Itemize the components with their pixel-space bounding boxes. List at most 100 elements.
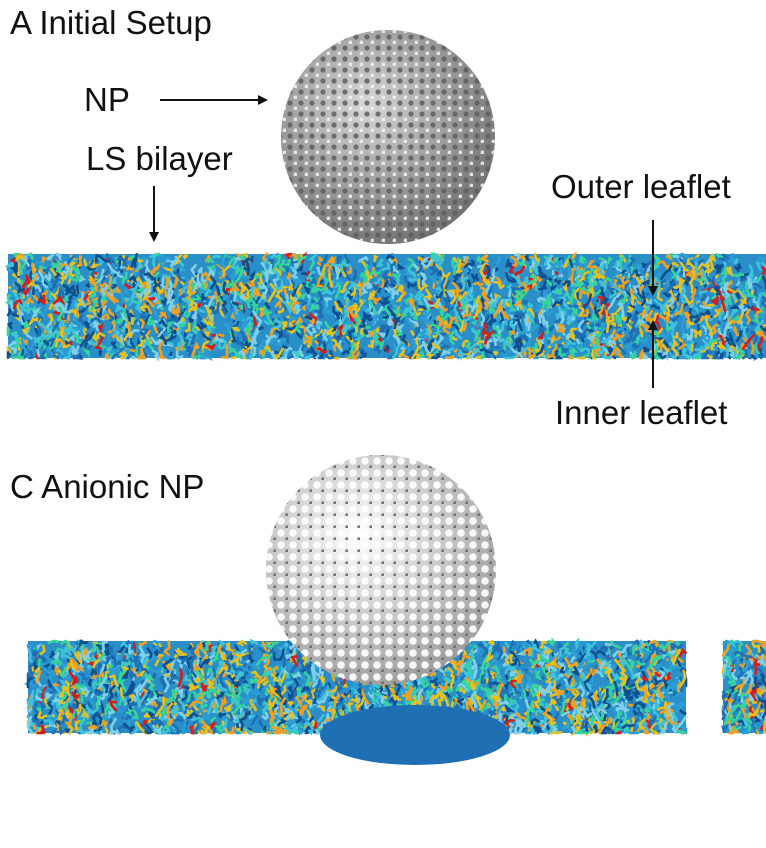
lipid-tail: [174, 715, 184, 723]
lipid-tail: [571, 251, 577, 260]
lipid-tail: [43, 289, 49, 300]
lipid-tail: [292, 296, 300, 310]
lipid-tail: [62, 328, 70, 341]
lipid-tail: [560, 701, 566, 715]
lipid-tail: [485, 324, 493, 333]
lipid-tail: [640, 290, 647, 307]
lipid-tail: [222, 281, 229, 297]
lipid-tail: [83, 343, 93, 351]
lipid-tail: [8, 346, 18, 354]
lipid-tail: [268, 683, 282, 698]
lipid-tail: [158, 319, 168, 328]
lipid-tail: [264, 263, 270, 271]
lipid-tail: [397, 349, 405, 359]
lipid-tail: [578, 641, 586, 655]
lipid-tail: [381, 269, 390, 283]
lipid-tail: [344, 689, 354, 702]
lipid-tail: [150, 694, 158, 702]
lipid-tail: [196, 273, 202, 287]
lipid-tail: [459, 350, 465, 362]
lipid-tail: [629, 323, 637, 341]
lipid-tail: [41, 655, 48, 663]
lipid-tail: [662, 676, 669, 691]
lipid-tail: [390, 287, 399, 296]
lipid-tail: [646, 697, 655, 711]
lipid-tail: [355, 336, 362, 341]
lipid-tail: [341, 324, 352, 333]
lipid-tail: [91, 264, 101, 269]
lipid-tail: [447, 666, 454, 678]
lipid-tail: [190, 294, 203, 301]
lipid-tail: [695, 274, 705, 282]
lipid-tail: [741, 334, 755, 351]
lipid-tail: [207, 273, 217, 290]
lipid-tail: [592, 724, 601, 734]
lipid-tail: [153, 649, 159, 658]
lipid-tail: [639, 275, 644, 282]
lipid-tail: [287, 685, 294, 699]
lipid-tail: [181, 723, 187, 735]
lipid-tail: [166, 297, 174, 306]
lipid-tail: [623, 260, 630, 273]
lipid-tail: [459, 687, 467, 694]
lipid-tail: [557, 661, 566, 668]
lipid-tail: [411, 345, 420, 360]
lipid-tail: [237, 715, 245, 719]
lipid-tail: [94, 318, 105, 332]
lipid-tail: [93, 643, 101, 656]
lipid-tail: [640, 323, 652, 333]
lipid-tail: [631, 342, 640, 350]
lipid-tail: [326, 715, 331, 722]
lipid-tail: [334, 680, 341, 697]
lipid-tail: [137, 258, 145, 263]
lipid-tail: [524, 639, 533, 645]
lipid-tail: [332, 305, 341, 320]
lipid-tail: [274, 329, 284, 335]
lipid-tail: [270, 336, 279, 344]
lipid-tail: [257, 719, 265, 729]
lipid-tail: [573, 714, 579, 728]
lipid-tail: [491, 336, 499, 347]
lipid-tail: [220, 718, 228, 732]
lipid-tail: [262, 305, 273, 314]
lipid-tail: [507, 692, 514, 699]
lipid-tail: [341, 260, 351, 268]
lipid-tail: [128, 693, 135, 705]
lipid-tail: [63, 645, 72, 656]
lipid-tail: [49, 278, 58, 292]
lipid-tail: [73, 334, 82, 344]
lipid-tail: [718, 257, 727, 262]
lipid-tail: [97, 343, 107, 349]
lipid-tail: [87, 340, 98, 346]
lipid-tail: [210, 300, 215, 309]
lipid-tail: [143, 339, 154, 351]
lipid-tail: [421, 341, 430, 354]
lipid-tail: [205, 257, 215, 264]
lipid-tail: [217, 666, 229, 675]
lipid-tail: [470, 327, 477, 334]
lipid-tail: [254, 345, 261, 353]
lipid-tail: [26, 699, 34, 707]
lipid-tail: [551, 298, 564, 308]
lipid-tail: [670, 319, 678, 332]
lipid-tail: [690, 268, 701, 283]
lipid-tail: [350, 684, 360, 691]
lipid-tail: [222, 294, 229, 301]
lipid-tail: [573, 694, 582, 702]
lipid-tail: [614, 313, 622, 326]
lipid-tail: [51, 321, 60, 333]
lipid-tail: [337, 323, 344, 337]
lipid-tail: [702, 301, 709, 308]
lipid-tail: [721, 266, 729, 277]
lipid-tail: [497, 646, 504, 661]
lipid-tail: [74, 665, 84, 673]
lipid-tail: [562, 280, 573, 287]
lipid-tail: [395, 294, 404, 303]
lipid-tail: [221, 720, 229, 735]
lipid-tail: [578, 270, 590, 283]
lipid-tail: [315, 274, 325, 288]
lipid-tail: [143, 272, 154, 281]
lipid-tail: [620, 302, 625, 318]
lipid-tail: [726, 280, 733, 288]
lipid-tail: [300, 271, 309, 276]
